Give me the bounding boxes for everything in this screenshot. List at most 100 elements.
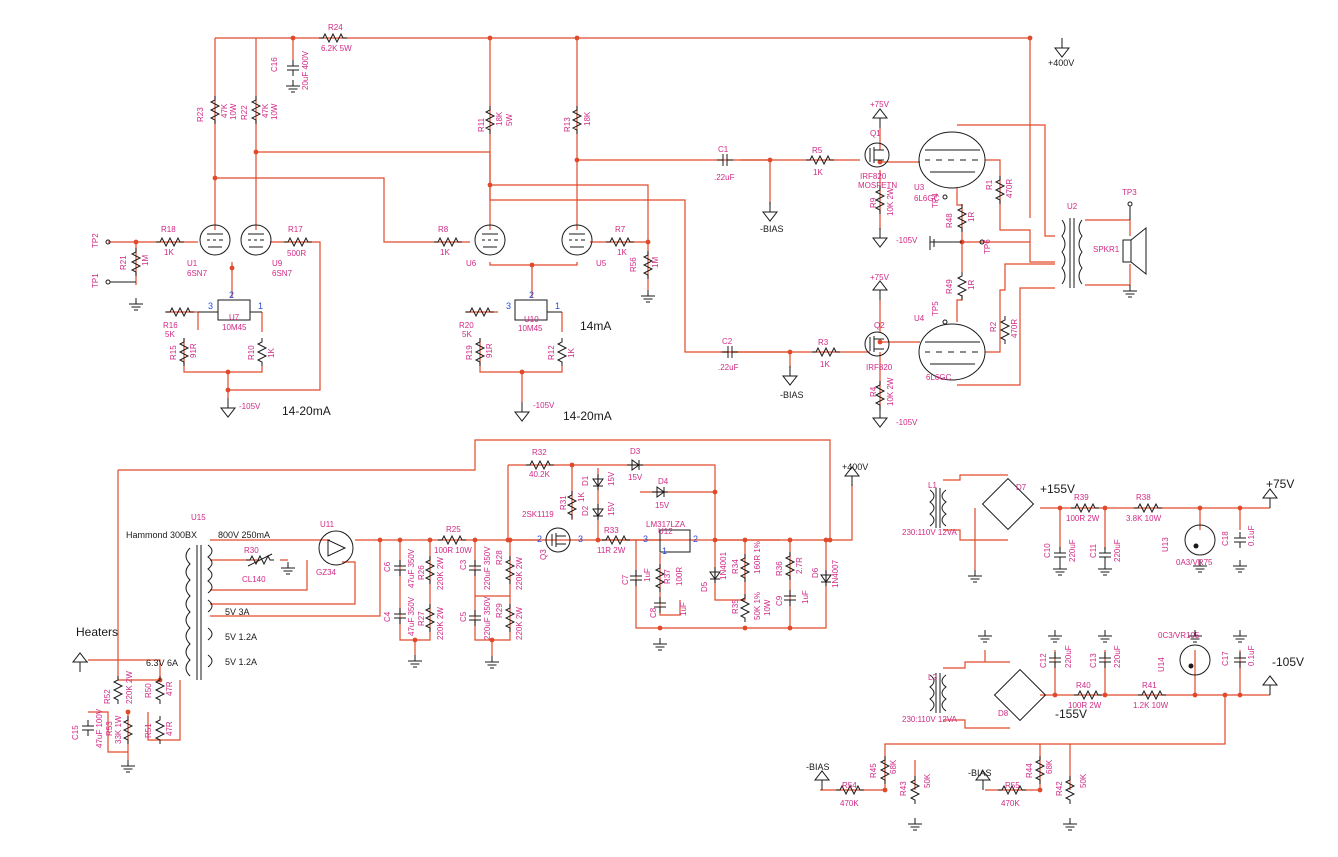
label-tp5: TP5: [931, 301, 940, 316]
label-u15: U15: [191, 513, 206, 522]
label-r50: R50: [144, 683, 153, 698]
value-r9: 10K 2W: [886, 187, 895, 216]
value-c1: .22uF: [714, 173, 735, 182]
value-r41: 1.2K 10W: [1133, 701, 1169, 710]
value-r1: 470R: [1005, 179, 1014, 198]
label-l1: L1: [928, 481, 937, 490]
label-r20: R20: [459, 321, 474, 330]
label-r7: R7: [615, 225, 626, 234]
label-r39: R39: [1074, 493, 1089, 502]
label-r49: R49: [945, 279, 954, 294]
label-u7: U7: [229, 313, 240, 322]
value-r11: 18K: [495, 111, 504, 126]
value-c15: 47uF 100V: [95, 708, 104, 748]
value-r12: 1K: [567, 348, 576, 358]
label-r32: R32: [532, 448, 547, 457]
value-r53: 33K 1W: [114, 715, 123, 744]
junction-dots: [125, 35, 1243, 793]
rail-minus105-a: -105V: [896, 236, 918, 245]
value-r15: 91R: [189, 343, 198, 358]
rail-minus155: -155V: [1055, 707, 1087, 721]
label-r9: R9: [869, 197, 878, 208]
label-c1: C1: [718, 145, 729, 154]
label-c5: C5: [459, 611, 468, 622]
value-r30: CL140: [242, 575, 266, 584]
pin-u12-1: 1: [662, 546, 667, 556]
value-u1: 6SN7: [187, 269, 208, 278]
value-u12: LM317LZA: [646, 520, 686, 529]
label-l2: L2: [928, 673, 937, 682]
value-r16: 5K: [165, 330, 175, 339]
value-r24: 6.2K 5W: [321, 44, 352, 53]
pin-u10-3: 3: [506, 301, 511, 311]
label-d7: D7: [1016, 483, 1027, 492]
value-u14: 0C3/VR105: [1158, 631, 1200, 640]
value-r54: 470K: [840, 799, 859, 808]
value-r45: 68K: [889, 759, 898, 774]
label-tp6: TP6: [983, 239, 992, 254]
value-d3: 15V: [628, 473, 643, 482]
watt-r11: 5W: [505, 114, 514, 126]
label-c8: C8: [649, 607, 658, 618]
label-d2: D2: [581, 505, 590, 516]
value-r42: 50K: [1079, 773, 1088, 788]
value-l1: 230:110V 12VA: [902, 528, 958, 537]
label-r30: R30: [244, 546, 259, 555]
pin-q3-2: 2: [537, 534, 542, 544]
value-u4: 6L6GC: [926, 373, 952, 382]
value-c6: 47uF 350V: [407, 548, 416, 588]
label-r8: R8: [438, 225, 449, 234]
value-r13: 18K: [583, 111, 592, 126]
rail-plus400-top: +400V: [1048, 58, 1074, 68]
rail-plus75-q1: +75V: [870, 100, 890, 109]
label-u2: U2: [1067, 202, 1078, 211]
label-r21: R21: [119, 255, 128, 270]
label-r42: R42: [1055, 781, 1064, 796]
value-q3: 2SK1119: [522, 510, 554, 519]
watt-r23: 10W: [229, 103, 238, 120]
label-r11: R11: [477, 117, 486, 132]
value-u7: 10M45: [222, 323, 247, 332]
label-r2: R2: [989, 321, 998, 332]
component-labels: R24 6.2K 5W C1 .22uF R5 1K Q1 IRF820 MOS…: [161, 23, 1213, 808]
label-c4: C4: [383, 611, 392, 622]
value-r38: 3.8K 10W: [1126, 514, 1162, 523]
value-r19: 91R: [485, 343, 494, 358]
label-d1: D1: [581, 475, 590, 486]
label-u4: U4: [914, 314, 925, 323]
pin-u10-2: 2: [529, 290, 534, 300]
value-u3: 6L6GC: [914, 194, 940, 203]
label-r22: R22: [240, 105, 249, 120]
watt-r35: 10W: [763, 599, 772, 616]
pin-u10-1: 1: [555, 301, 560, 311]
value-c9: 1uF: [801, 590, 810, 604]
value-r20: 5K: [462, 330, 472, 339]
value-c10: 220uF: [1068, 539, 1077, 562]
value-r18: 1K: [164, 248, 174, 257]
value-c4: 47uF 350V: [407, 596, 416, 636]
value-c8: 1uF: [679, 602, 688, 616]
value-r56: 1M: [651, 257, 660, 268]
label-d5: D5: [700, 581, 709, 592]
label-d3: D3: [630, 447, 641, 456]
label-q3: Q3: [539, 549, 548, 560]
label-r25: R25: [446, 525, 461, 534]
label-r18: R18: [161, 225, 176, 234]
label-u3: U3: [914, 183, 925, 192]
value-c5: 220uF 350V: [483, 596, 492, 640]
label-r23: R23: [196, 107, 205, 122]
value-r33: 11R 2W: [597, 546, 626, 555]
value-q1: IRF820: [860, 172, 887, 181]
value-c17: 0.1uF: [1247, 645, 1256, 666]
value-r2: 470R: [1010, 319, 1019, 338]
value-d2: 15V: [607, 501, 616, 516]
value-c2: .22uF: [718, 363, 739, 372]
value-r17: 500R: [287, 249, 306, 258]
label-d8: D8: [998, 709, 1009, 718]
component-labels-vertical: C16 20uF 400V R23 47K 10W R22 47K 10W R1…: [71, 50, 1256, 796]
label-d6: D6: [811, 567, 820, 578]
label-c12: C12: [1039, 653, 1048, 668]
label-c17: C17: [1221, 651, 1230, 666]
label-tp2: TP2: [91, 233, 100, 248]
label-r38: R38: [1136, 493, 1151, 502]
